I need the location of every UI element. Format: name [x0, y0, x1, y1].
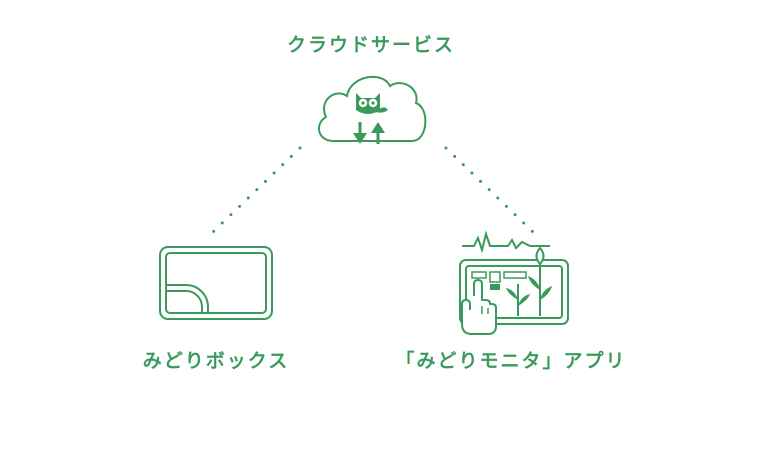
- plant-monitor-app-icon: [459, 230, 569, 335]
- monitor-app-label: 「みどりモニタ」アプリ: [395, 350, 627, 372]
- owl-icon: [356, 93, 388, 114]
- cloud-sync-icon: [317, 76, 427, 144]
- cloud-service-label: クラウドサービス: [286, 34, 455, 56]
- connection-cloud-to-app: [444, 146, 535, 234]
- sync-arrows-icon: [353, 122, 385, 144]
- pointing-hand-icon: [461, 279, 497, 335]
- connection-cloud-to-box: [211, 146, 302, 234]
- plant-icon: [506, 246, 552, 316]
- midori-box-label: みどりボックス: [142, 350, 290, 372]
- device-box-icon: [159, 246, 273, 320]
